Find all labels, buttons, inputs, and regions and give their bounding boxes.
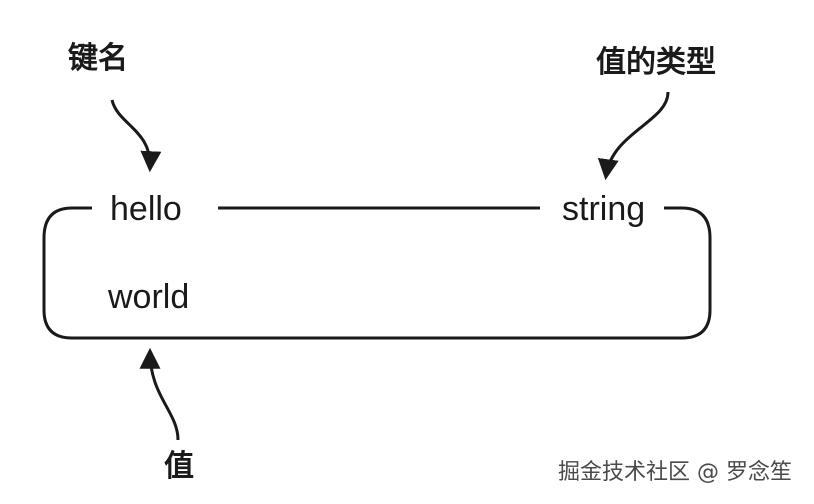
watermark-text: 掘金技术社区 @ 罗念笙 <box>558 460 792 485</box>
value-arrow <box>139 347 180 441</box>
value-type-label: 值的类型 <box>596 45 716 80</box>
container-frame <box>42 206 712 340</box>
value-label: 值 <box>164 449 194 484</box>
key-text: hello <box>110 190 182 228</box>
key-name-label: 键名 <box>68 41 128 76</box>
value-text: world <box>108 278 190 316</box>
type-text: string <box>562 190 646 228</box>
key-name-arrow <box>110 99 162 173</box>
value-type-arrow <box>597 91 670 181</box>
